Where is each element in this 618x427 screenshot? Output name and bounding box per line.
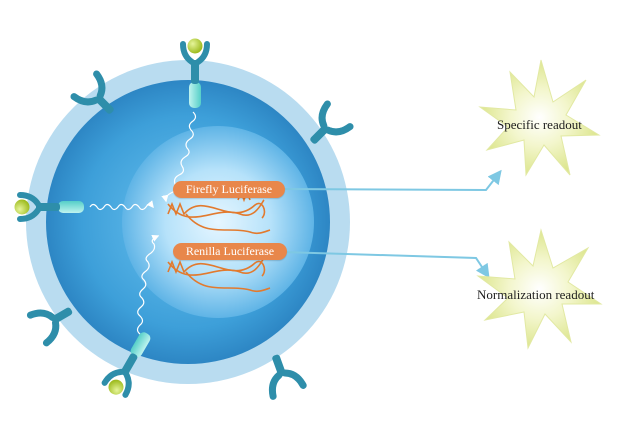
receptor-stem xyxy=(130,332,151,358)
light-burst-icon xyxy=(476,228,603,350)
receptor-stem xyxy=(58,201,84,213)
signal-squiggle-bottom xyxy=(136,235,160,335)
ligand-ball-icon xyxy=(14,199,30,215)
cell xyxy=(26,60,350,384)
normalization-readout-label: Normalization readout xyxy=(477,287,595,302)
ligand-ball-icon xyxy=(108,379,124,395)
nucleus xyxy=(122,126,314,318)
specific-readout-label: Specific readout xyxy=(497,117,582,132)
arrow-to-normalization xyxy=(281,251,490,279)
bound-receptor-bottom xyxy=(101,332,151,398)
receptor-icon xyxy=(310,100,354,144)
signal-squiggle-left xyxy=(89,200,154,211)
ligand-ball-icon xyxy=(187,38,203,54)
bound-receptor-top xyxy=(180,38,210,108)
renilla-luciferase-label: Renilla Luciferase xyxy=(173,243,287,260)
receptor-icon xyxy=(268,354,307,400)
firefly-luciferase-label: Firefly Luciferase xyxy=(173,181,285,198)
receptor-icon xyxy=(26,307,73,347)
arrow-to-specific xyxy=(281,169,502,192)
receptor-stem xyxy=(189,82,201,108)
bound-receptor-left xyxy=(14,192,84,222)
light-burst-icon xyxy=(478,59,601,177)
receptor-icon xyxy=(70,70,114,114)
